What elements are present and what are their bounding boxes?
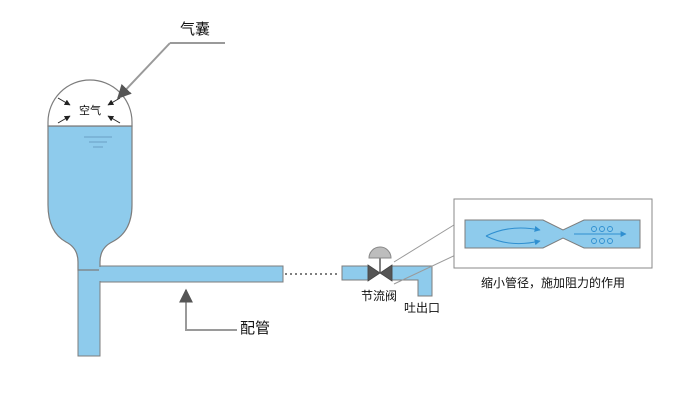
constriction-caption: 缩小管径，施加阻力的作用 <box>481 276 626 290</box>
water-level-mark <box>84 136 112 148</box>
turbulence-swirls <box>591 226 613 244</box>
flow-arrows <box>485 226 627 246</box>
airbag-dome <box>47 79 133 127</box>
air-label: 空气 <box>79 104 101 117</box>
detail-callout-lines <box>393 219 463 285</box>
throttle-valve-icon <box>367 246 393 282</box>
air-pressure-arrows <box>57 97 121 124</box>
outlet-label: 吐出口 <box>404 301 441 315</box>
airbag-label: 气囊 <box>180 20 211 38</box>
piping-pointer-line <box>179 288 237 331</box>
valve-inlet-pipe <box>341 265 369 281</box>
outlet-pipe <box>391 265 433 297</box>
throttle-valve-label: 节流阀 <box>361 289 398 303</box>
accumulator-tank <box>47 125 133 271</box>
piping-label: 配管 <box>240 319 271 337</box>
horizontal-piping <box>99 265 284 283</box>
vertical-downpipe <box>77 269 101 357</box>
